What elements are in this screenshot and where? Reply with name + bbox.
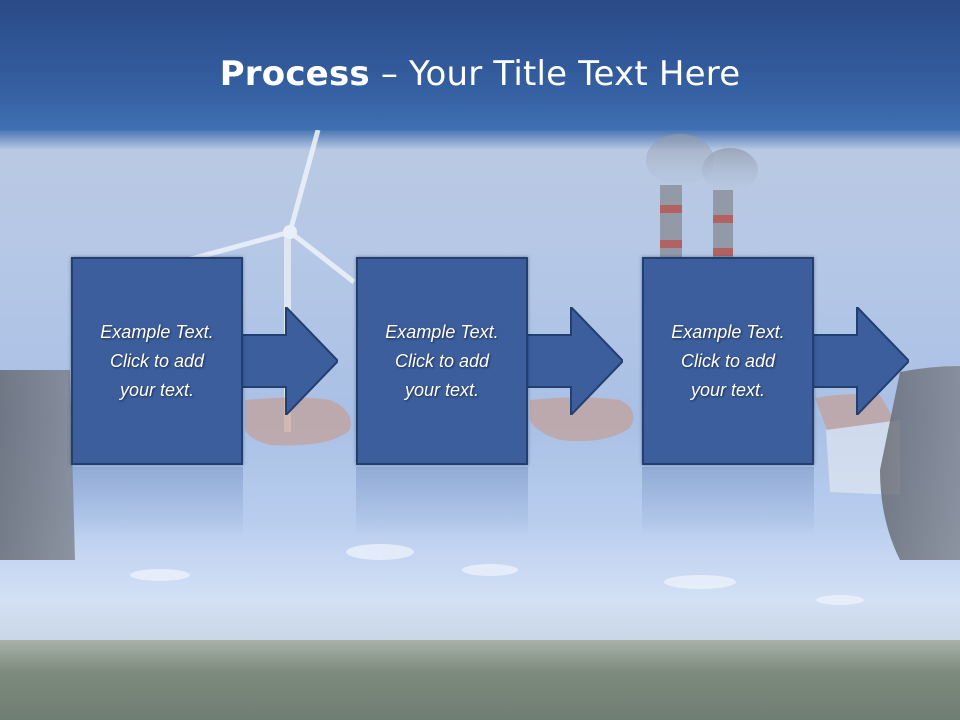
step-reflection-3 <box>642 467 814 537</box>
step-text-3: Example Text. Click to add your text. <box>671 321 785 400</box>
step-text-1: Example Text. Click to add your text. <box>100 321 214 400</box>
arrow-right-icon <box>527 307 623 415</box>
step-text-2: Example Text. Click to add your text. <box>385 321 499 400</box>
header-band <box>0 0 960 130</box>
right-sleeve <box>880 366 960 560</box>
process-step-1[interactable]: Example Text. Click to add your text. <box>71 257 243 465</box>
left-sleeve <box>0 370 75 560</box>
step-reflection-2 <box>356 467 528 537</box>
clouds <box>130 544 864 605</box>
process-step-2[interactable]: Example Text. Click to add your text. <box>356 257 528 465</box>
title-strong: Process <box>219 54 370 94</box>
process-step-3[interactable]: Example Text. Click to add your text. <box>642 257 814 465</box>
slide-title[interactable]: Process – Your Title Text Here <box>0 52 960 96</box>
hands-illustration <box>245 394 900 495</box>
title-rest: – Your Title Text Here <box>369 54 741 94</box>
step-reflection-1 <box>71 467 243 537</box>
arrow-right-icon <box>242 307 338 415</box>
grass-strip <box>0 640 960 720</box>
arrow-right-icon <box>813 307 909 415</box>
